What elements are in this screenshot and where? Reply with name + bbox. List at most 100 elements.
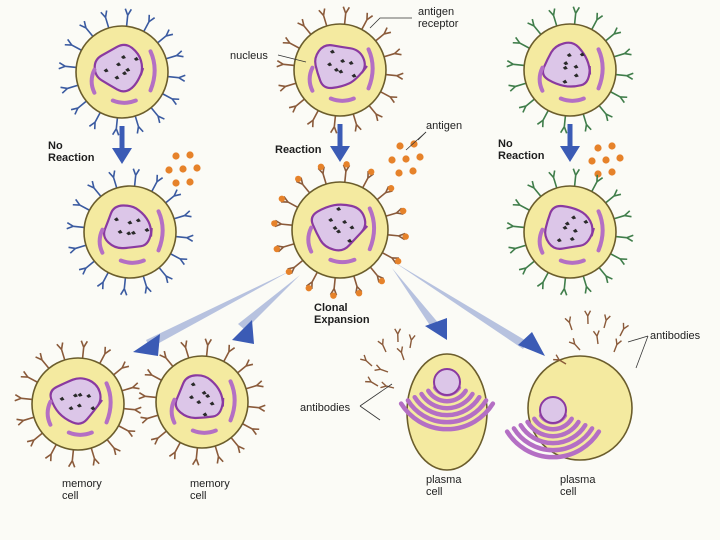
organelle [118, 258, 146, 265]
chromatin [113, 217, 119, 222]
organelle [558, 258, 586, 265]
endoplasmic-reticulum [525, 419, 581, 439]
memory-cell-1 [14, 340, 142, 468]
chromatin [562, 225, 568, 230]
endoplasmic-reticulum [405, 398, 489, 425]
organelle [366, 47, 375, 91]
lymphocyte-top-center [276, 6, 404, 134]
chromatin [342, 219, 348, 224]
free-antigens [165, 140, 624, 187]
arrow-to-plasma-cell-2 [518, 332, 545, 356]
antibody-cluster-right [553, 310, 629, 365]
chromatin [579, 52, 585, 57]
leader-lines [277, 17, 649, 421]
chromatin [562, 65, 568, 70]
plasma-cell-2 [504, 355, 633, 461]
organelle [104, 381, 113, 425]
organelle [306, 225, 314, 254]
chromatin [349, 225, 355, 230]
chromatin [205, 393, 211, 398]
chromatin [190, 382, 196, 387]
organelle [558, 96, 586, 103]
endoplasmic-reticulum [426, 388, 468, 404]
chromatin [103, 68, 109, 73]
chromatin [327, 62, 333, 67]
arrow-to-memory-cell-1 [133, 334, 160, 356]
organelle [537, 227, 545, 255]
nucleus [93, 43, 145, 93]
chromatin [115, 62, 121, 67]
chromatin [583, 219, 589, 224]
antigen-cluster-left [165, 151, 201, 187]
chromatin [566, 53, 572, 58]
endoplasmic-reticulum [504, 429, 602, 460]
chromatin [72, 393, 78, 398]
chromatin [202, 412, 208, 417]
chromatin [196, 400, 202, 405]
cells [14, 6, 634, 471]
chromatin [351, 73, 357, 78]
chromatin [562, 79, 568, 84]
chromatin [135, 218, 141, 223]
chromatin [114, 75, 120, 80]
nucleus [102, 204, 153, 250]
nucleus [174, 374, 225, 420]
chromatin [127, 220, 133, 225]
nucleus [544, 204, 595, 250]
organelle [307, 65, 315, 93]
organelle [228, 379, 237, 423]
chromatin [328, 217, 334, 222]
chromatin [332, 225, 338, 230]
chromatin [122, 71, 128, 76]
organelle [328, 257, 357, 265]
chromatin [144, 227, 150, 232]
organelle [66, 430, 94, 437]
chromatin [133, 56, 139, 61]
endoplasmic-reticulum [511, 426, 595, 453]
plasma-cell-1 [398, 353, 496, 471]
lymphocyte-mid-left [66, 168, 194, 296]
organelle [110, 98, 138, 105]
arrow-to-plasma-cell-1 [425, 318, 447, 340]
chromatin [340, 58, 346, 63]
chromatin [130, 230, 136, 235]
nucleus [49, 377, 103, 425]
organelle [169, 397, 177, 425]
chromatin [126, 231, 132, 236]
organelle [596, 47, 605, 91]
chromatin [564, 221, 570, 226]
endoplasmic-reticulum [532, 416, 574, 432]
label-reaction: Reaction [275, 144, 322, 156]
nucleus [539, 396, 567, 424]
endoplasmic-reticulum [412, 394, 482, 418]
organelle [148, 49, 157, 93]
organelle [596, 209, 605, 253]
chromatin [117, 229, 123, 234]
chromatin [59, 396, 65, 401]
chromatin [336, 229, 342, 234]
lymphocyte-top-left [58, 8, 186, 136]
organelle [45, 399, 53, 427]
chromatin [573, 73, 579, 78]
antigen-cluster-right [588, 142, 624, 178]
chromatin [572, 228, 578, 233]
chromatin [86, 393, 92, 398]
label-antibodies-left: antibodies [300, 402, 351, 414]
arrow-to-memory-cell-2 [232, 320, 254, 344]
chromatin [347, 238, 353, 243]
organelle [97, 227, 105, 255]
chromatin [573, 64, 579, 69]
chromatin [556, 238, 562, 243]
lymphocyte-top-right [506, 6, 634, 134]
nucleus [310, 203, 369, 252]
chromatin [77, 392, 83, 397]
organelle [190, 428, 218, 435]
organelle [367, 206, 377, 252]
